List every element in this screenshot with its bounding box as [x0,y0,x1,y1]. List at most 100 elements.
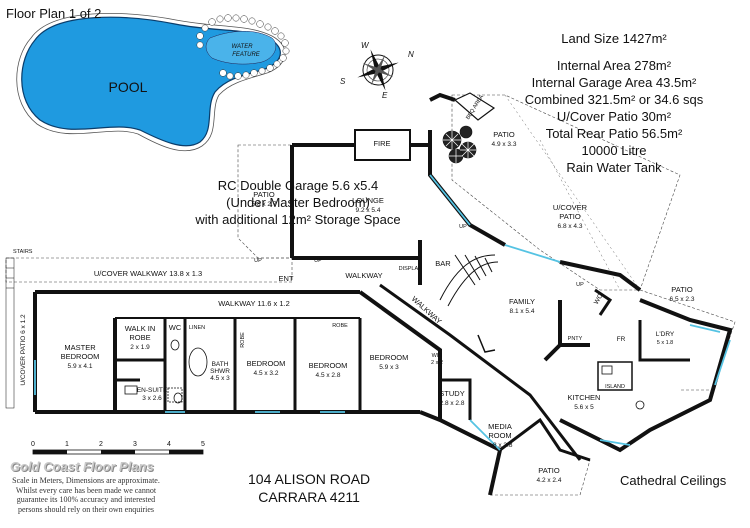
shower-icon [167,387,183,403]
lounge-label: LOUNGE [352,196,384,205]
brand-logo: Gold Coast Floor Plans [10,459,154,474]
scale-tick-1: 1 [65,441,69,448]
stairs [5,257,15,409]
bed3-dim: 4.5 x 2.8 [316,372,341,379]
water-feature-label-1: WATER [231,44,253,50]
cooktop-icon [635,400,645,410]
scale-tick-0: 0 [31,441,35,448]
wc-right-label: WC [593,293,605,306]
up-label-2: UP [314,258,322,264]
disclaimer-line: persons should rely on their own enquiri… [18,504,154,514]
wall-kitchen [543,298,733,453]
ucover-patio-label-1: U/COVER [553,203,588,212]
info-line: Total Rear Patio 56.5m² [545,126,683,141]
desk-icon [477,334,496,353]
robe-2-label: ROBE [332,323,348,329]
ent-label: ENT [279,274,294,283]
address-line: CARRARA 4211 [258,489,360,505]
wall-wing-east [358,290,503,496]
water-feature [205,31,277,65]
up-label-3: UP [459,224,467,230]
info-line: Internal Area 278m² [556,58,672,73]
scale-tick-5: 5 [201,441,205,448]
info-line: Combined 321.5m² or 34.6 sqs [524,92,704,107]
scale-tick-2: 2 [99,441,103,448]
disclaimer-line: Scale in Meters, Dimensions are approxim… [12,476,160,485]
disclaimer-line: Whilst every care has been made we canno… [15,485,157,495]
walkin-label-1: WALK IN [125,324,156,333]
info-line: Land Size 1427m² [561,31,667,46]
bar-counter [439,254,499,307]
up-label-1: UP [254,258,262,264]
compass-n: N [408,50,414,59]
linen-label: LINEN [189,325,205,331]
pool-edge [16,12,286,152]
family-dim: 8.1 x 5.4 [510,308,535,315]
kitchen-island [597,361,645,410]
patio-right-label: PATIO [671,285,693,294]
disclaimer-line: guarantee its 100% accuracy and interest… [16,495,156,504]
lounge-dim: 9.2 x 5.4 [356,207,381,214]
bed2-dim: 4.5 x 3.2 [254,370,279,377]
ldry-label: L'DRY [656,331,675,338]
ensuite-label: EN-SUITE [137,387,168,394]
garage-line: (Under Master Bedroom) [226,195,370,210]
info-line: Rain Water Tank [566,160,662,175]
address-line: 104 ALISON ROAD [248,471,371,487]
bed4-label: BEDROOM [370,353,409,362]
walkway-label: WALKWAY [345,271,382,280]
plan-title: Floor Plan 1 of 2 [6,6,102,21]
bath-dim: 4.5 x 3 [210,375,230,382]
scale-tick-3: 3 [133,441,137,448]
disclaimer: Scale in Meters, Dimensions are approxim… [6,476,166,514]
cathedral-note: Cathedral Ceilings [620,473,727,488]
garage-note: RC Double Garage 5.6 x5.4 (Under Master … [175,177,421,228]
fr-label: FR [617,336,626,343]
kitchen-dim: 5.6 x 5 [574,404,594,411]
ldry-dim: 5 x 1.8 [657,340,674,346]
ucover-patio-label-2: PATIO [559,212,581,221]
robe-1-label: ROBE [240,332,246,348]
island-label: ISLAND [605,384,625,390]
property-info: Land Size 1427m² Internal Area 278m² Int… [514,30,714,176]
vanity-icon [124,385,138,395]
study-label: STUDY [439,389,464,398]
walkway-inner-label: WALKWAY 11.6 x 1.2 [218,299,290,308]
patio-bottom-label: PATIO [538,466,560,475]
compass-rose [357,49,399,91]
ucover-patio-left-label: U/COVER PATIO 6 x 1.2 [20,314,27,386]
master-label-2: BEDROOM [61,352,100,361]
bathtub-icon [188,347,208,377]
bath-label-1: BATH [212,361,229,368]
scale-bar: 0 1 2 3 4 5 [31,441,205,455]
bar-label: BAR [435,259,451,268]
rock-border [196,14,290,80]
pool-label: POOL [109,79,148,95]
garage-line: with additional 12m² Storage Space [195,212,401,227]
sink-icon [601,365,613,375]
patio-left-label: PATIO [253,190,275,199]
compass-w: W [361,41,370,50]
patio-bottom-dim: 4.2 x 2.4 [537,477,562,484]
bath-label-2: SHWR [210,368,230,375]
ucover-walkway-label: U/COVER WALKWAY 13.8 x 1.3 [94,269,202,278]
media-label-1: MEDIA [488,422,512,431]
planter [442,125,477,164]
patio-top-label: PATIO [493,130,515,139]
wall-media [499,417,591,462]
wall-diag-walkway [379,283,582,461]
garage-line: RC Double Garage 5.6 x5.4 [217,178,379,193]
wir-label: WIR [432,353,443,359]
pool-area: POOL WATER FEATURE [16,12,290,152]
wall-family-right [559,260,642,292]
wall-family-upper [418,92,506,258]
kitchen-label: KITCHEN [568,393,601,402]
ensuite-dim: 3 x 2.6 [142,395,162,402]
bed4-dim: 5.9 x 3 [379,364,399,371]
ucover-walkway-outline [5,257,293,283]
wir-dim: 2 x 2 [431,360,443,366]
wall-ldry [638,320,690,362]
compass-e: E [382,91,388,100]
water-feature-label-2: FEATURE [232,52,261,58]
